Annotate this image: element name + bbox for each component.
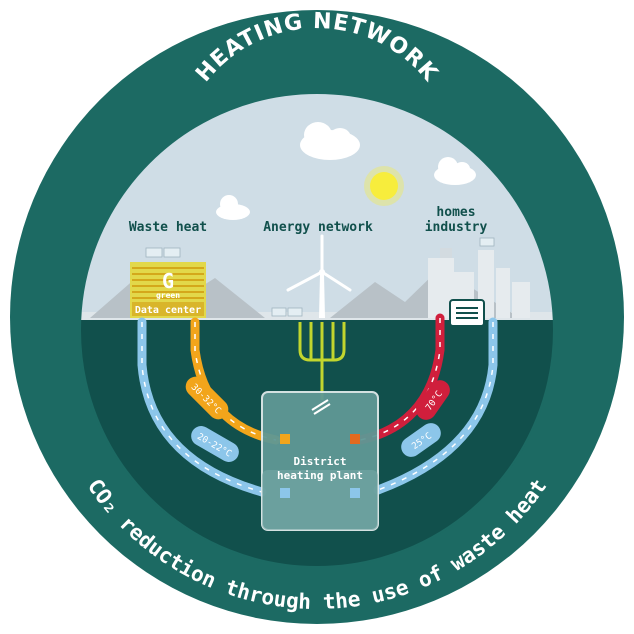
cloud-icon — [216, 195, 250, 220]
anergy-network-label: Anergy network — [263, 220, 373, 235]
anergy-pipe — [298, 322, 346, 400]
district-heating-plant: District heating plant — [261, 391, 379, 531]
heat-pump-icon — [449, 299, 485, 327]
data-center-label: Data center — [135, 305, 201, 316]
homes-label: homes — [436, 205, 475, 220]
temp-badge-right-hot: 70°C — [416, 380, 450, 420]
data-center-building: G green Data center — [130, 262, 206, 318]
plant-label-line2: heating plant — [277, 469, 363, 482]
sun-icon — [364, 166, 404, 206]
green-logo: G — [162, 269, 174, 293]
cloud-icon — [300, 122, 360, 160]
plant-label-line1: District — [294, 455, 347, 468]
cloud-icon — [434, 157, 476, 185]
temp-badge-right-cold: 25°C — [401, 423, 441, 457]
green-label: green — [156, 291, 180, 300]
cold-pipe-left — [137, 317, 267, 497]
waste-heat-label: Waste heat — [129, 220, 207, 235]
solar-panels — [145, 237, 495, 317]
wind-turbine-icon — [286, 234, 352, 318]
industry-label: industry — [425, 220, 488, 235]
